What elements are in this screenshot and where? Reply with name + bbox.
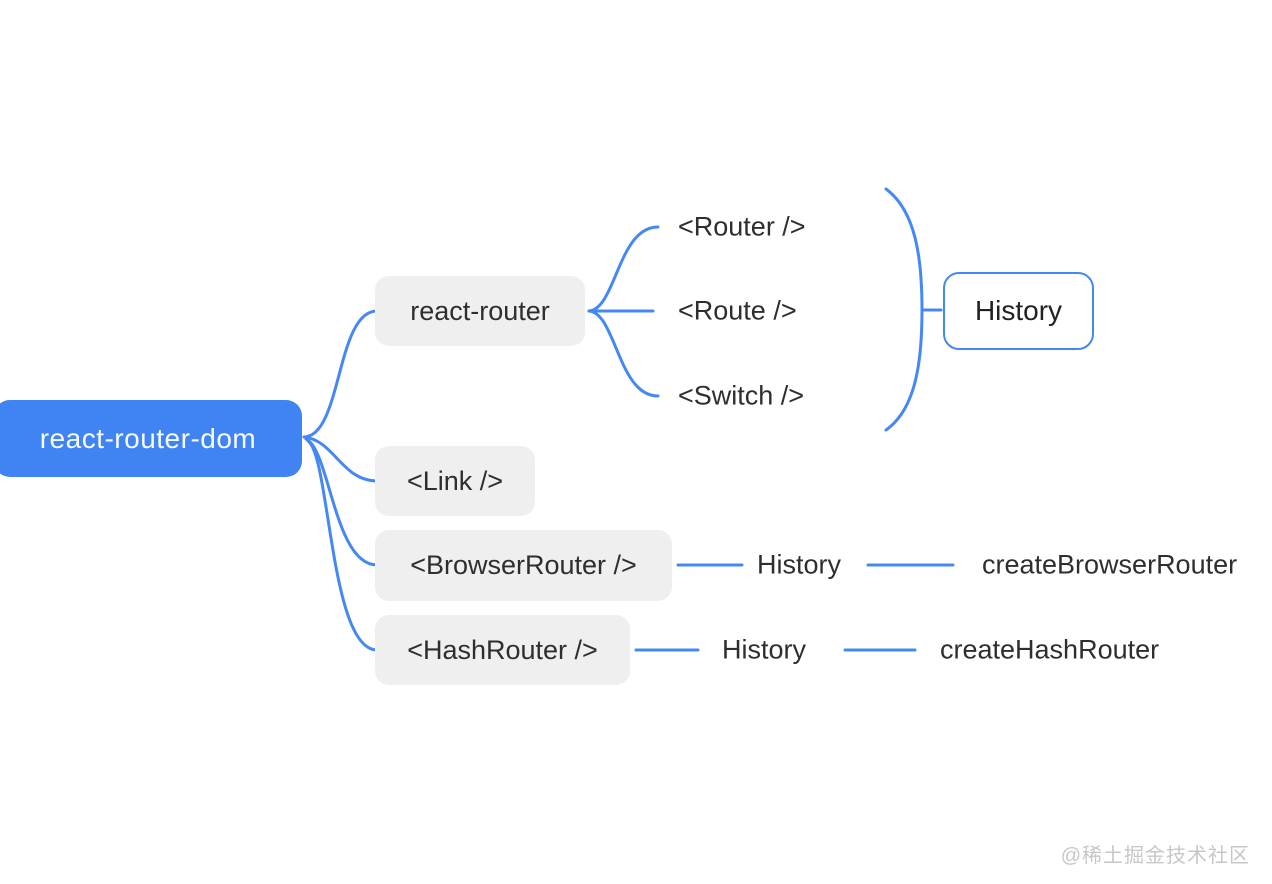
node-browser-router-tag-label: <BrowserRouter /> [410, 550, 637, 580]
node-react-router-label: react-router [410, 295, 550, 326]
edge-root-to-link [302, 435, 379, 483]
watermark: @稀土掘金技术社区 [1060, 845, 1250, 867]
edge-root-to-react-router [302, 309, 379, 439]
node-hash-router-tag-label: <HashRouter /> [407, 634, 598, 665]
node-hash-router-tag[interactable]: <HashRouter /> [375, 615, 630, 685]
edge-react-router-to-router [587, 225, 660, 313]
node-browser-router-tag[interactable]: <BrowserRouter /> [375, 530, 672, 601]
node-link-tag-label: <Link /> [406, 465, 504, 496]
edge-root-to-browser-router [304, 437, 379, 567]
node-link-tag[interactable]: <Link /> [375, 446, 535, 516]
edge-root-to-hash-router [306, 439, 379, 652]
node-history-browser[interactable]: History [757, 549, 842, 580]
node-history-box[interactable]: History [943, 272, 1094, 350]
edge-react-router-to-switch [587, 309, 660, 398]
node-route-tag[interactable]: <Route /> [678, 295, 797, 326]
node-react-router-dom[interactable]: react-router-dom [0, 400, 302, 477]
node-history-box-label: History [974, 295, 1063, 326]
node-react-router-dom-label: react-router-dom [39, 422, 257, 454]
node-create-hash-router[interactable]: createHashRouter [940, 634, 1160, 665]
node-switch-tag[interactable]: <Switch /> [678, 380, 805, 411]
node-react-router[interactable]: react-router [375, 276, 585, 346]
node-create-browser-router[interactable]: createBrowserRouter [982, 549, 1238, 580]
node-router-tag[interactable]: <Router /> [678, 211, 806, 242]
brace-react-router-group [884, 187, 924, 432]
node-history-hash[interactable]: History [722, 634, 807, 665]
